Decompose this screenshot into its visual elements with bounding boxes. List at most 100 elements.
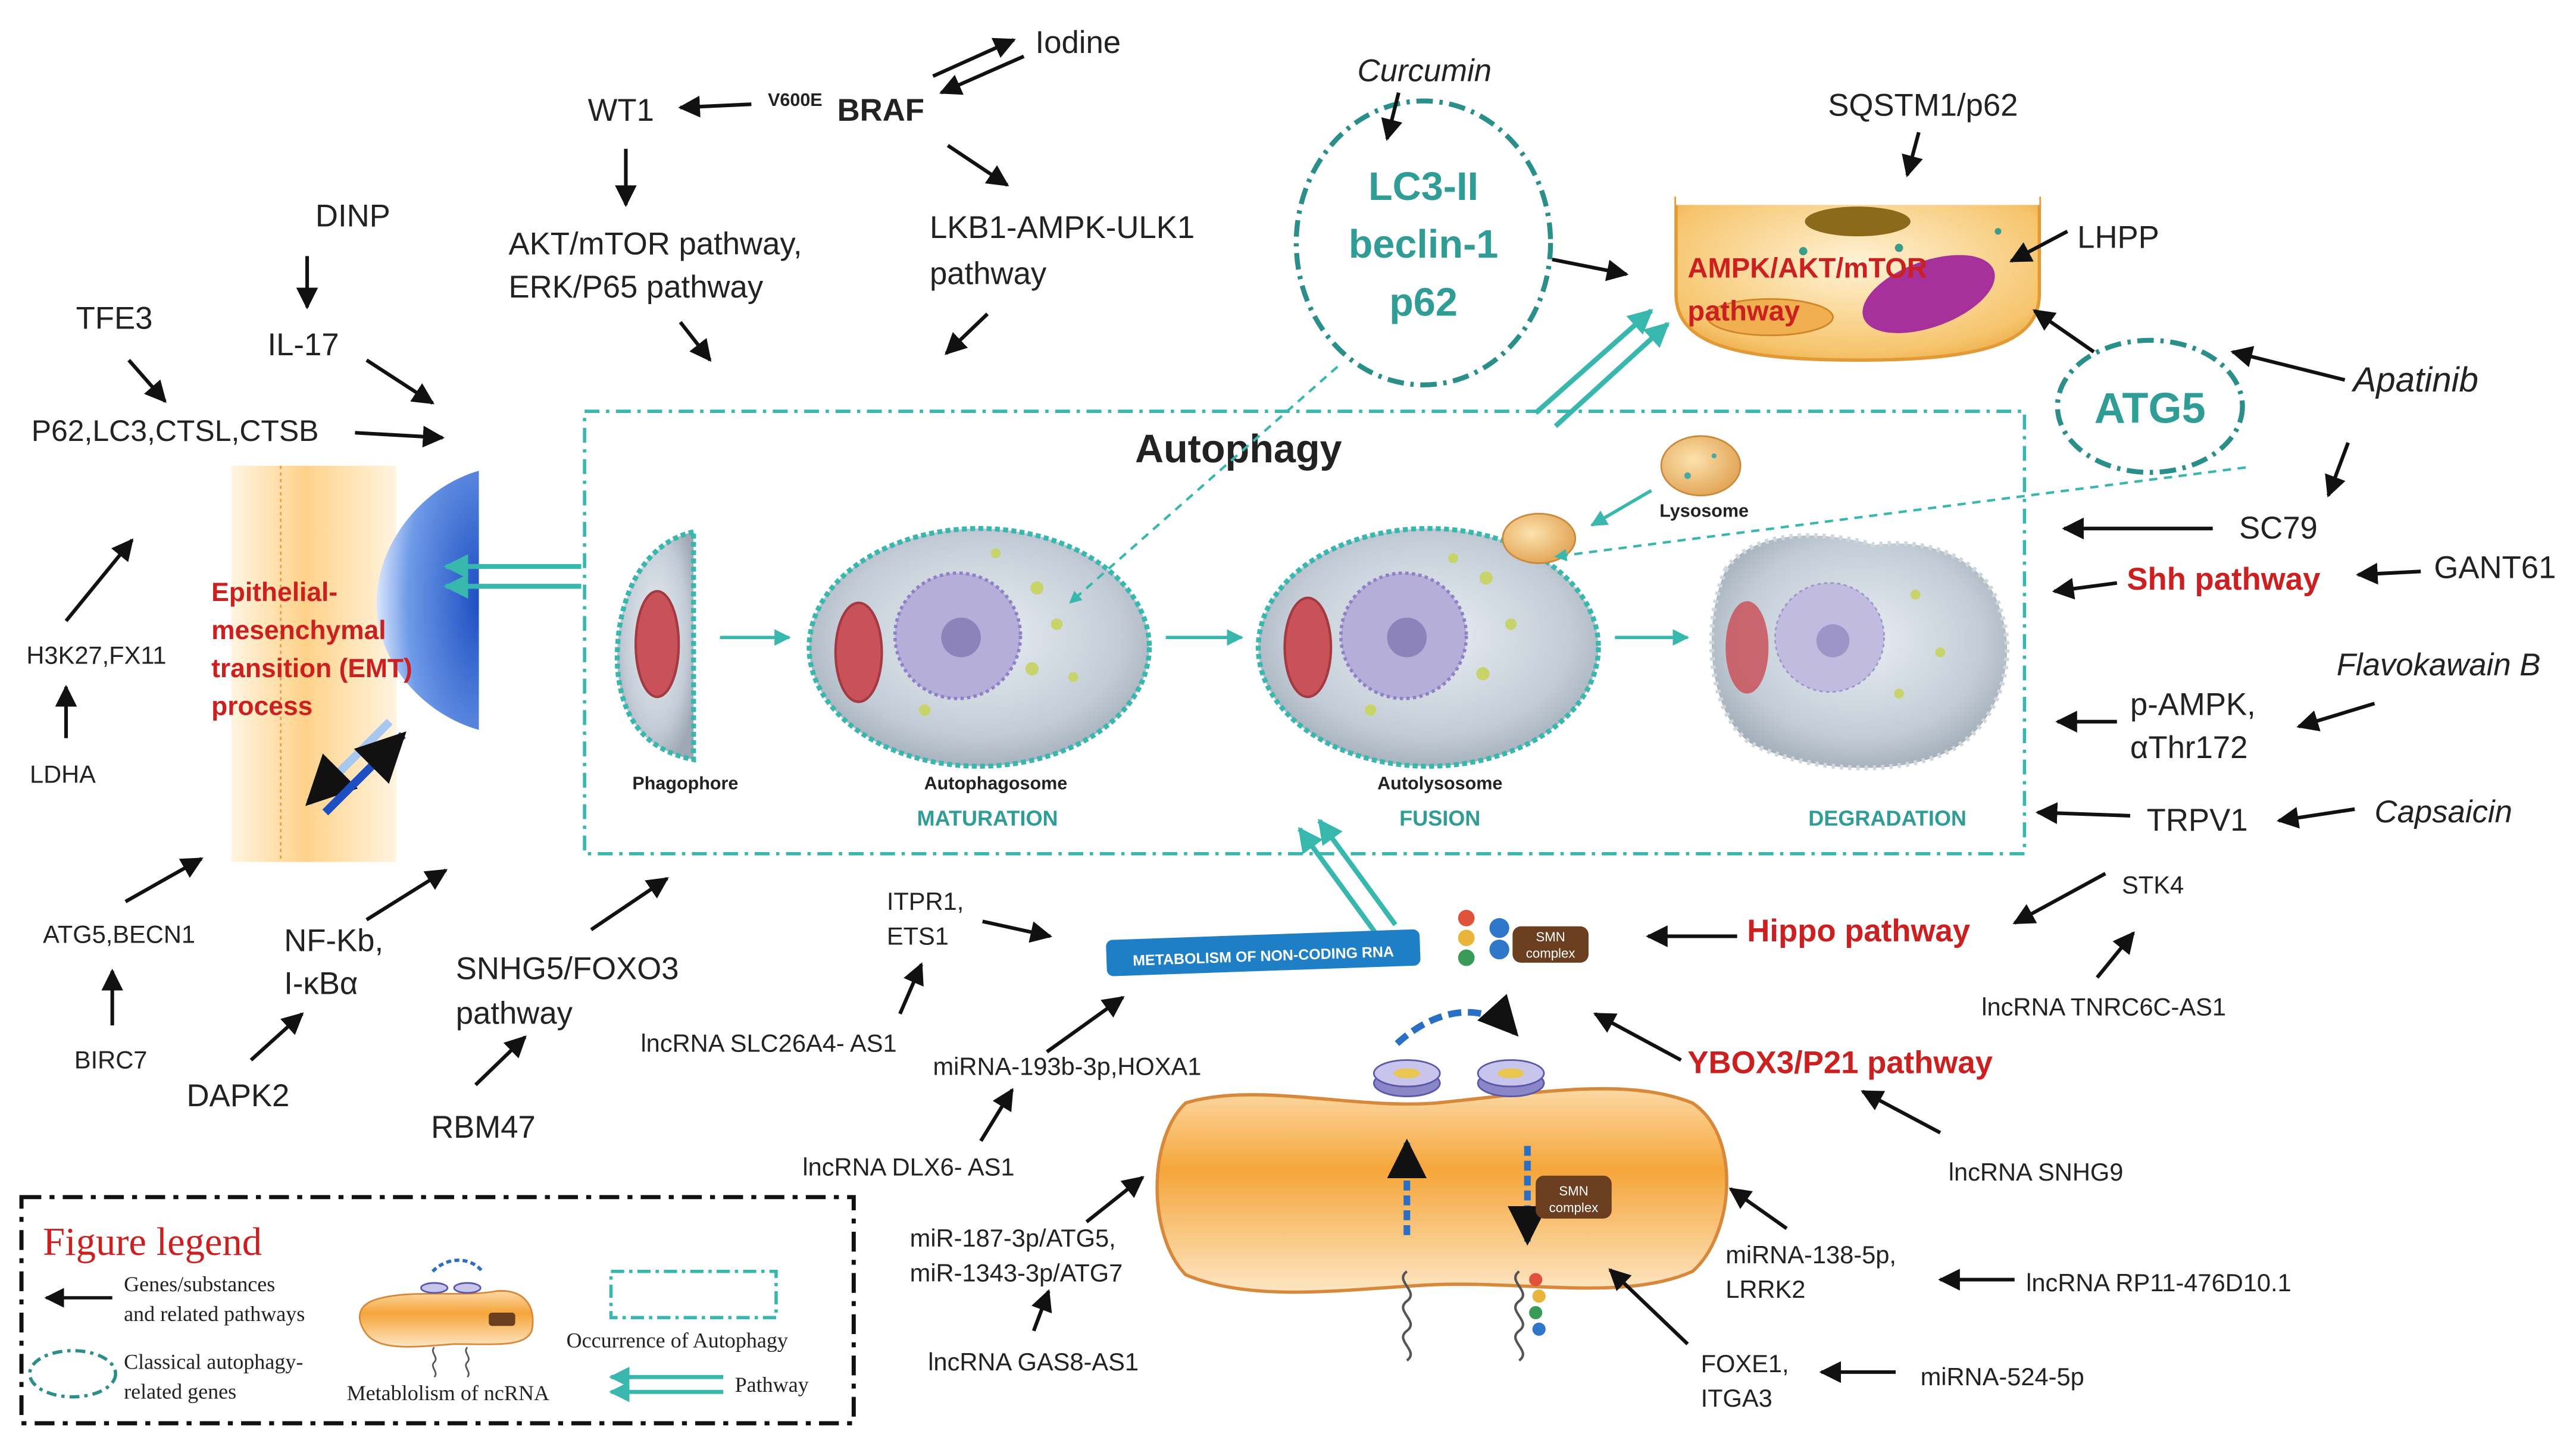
akt-mtor-label-l2: ERK/P65 pathway (509, 270, 764, 305)
atg5-label: ATG5 (2094, 385, 2206, 433)
mir187-label-l2: miR-1343-3p/ATG7 (910, 1259, 1123, 1286)
snhg5-label-l1: SNHG5/FOXO3 (456, 951, 679, 987)
pathway-arrow-to-cell (1534, 308, 1670, 428)
lysosome-label: Lysosome (1659, 501, 1749, 521)
foxe1-label-l2: ITGA3 (1701, 1384, 1772, 1412)
braf-label: BRAF (837, 93, 924, 128)
legend-classic-circle (28, 1349, 117, 1399)
legend-classic-l2: related genes (124, 1379, 236, 1403)
iodine-label: Iodine (1036, 25, 1121, 60)
mir187-label-l1: miR-187-3p/ATG5, (910, 1224, 1116, 1252)
dapk2-label: DAPK2 (187, 1078, 290, 1113)
legend-ncrna-thumbnail (358, 1259, 534, 1378)
itpr1-label-l2: ETS1 (887, 922, 949, 950)
p-ampk-label-l2: αThr172 (2130, 730, 2247, 765)
smn-inner-l1: SMN (1559, 1184, 1588, 1198)
ncrna-banner (1106, 929, 1421, 976)
mir524-label: miRNA-524-5p (1921, 1363, 2084, 1391)
legend-title: Figure legend (43, 1220, 262, 1264)
apatinib-label: Apatinib (2351, 361, 2478, 399)
smn-inner-l2: complex (1549, 1200, 1599, 1215)
legend-pathway-label: Pathway (735, 1373, 809, 1397)
ldha-label: LDHA (30, 760, 96, 788)
ampk-akt-mtor-label: AMPK/AKT/mTOR (1687, 252, 1927, 283)
nfkb-label-l2: I-κBα (284, 966, 358, 1001)
atg5-becn1-label: ATG5,BECN1 (43, 921, 195, 948)
atg5-circle (2055, 337, 2245, 475)
p-ampk-label-l1: p-AMPK, (2130, 687, 2256, 722)
autolysosome-label: Autolysosome (1377, 774, 1502, 794)
degradation-cell (1709, 533, 2010, 771)
legend-occurrence-label: Occurrence of Autophagy (567, 1328, 788, 1352)
emt-blue-cell (376, 471, 479, 730)
braf-sup-label: V600E (768, 90, 823, 110)
smn-complex-top (1458, 910, 1589, 966)
legend-occurrence-box (609, 1269, 778, 1320)
slc26a4-label: lncRNA SLC26A4- AS1 (640, 1029, 896, 1057)
shh-pathway-label: Shh pathway (2127, 562, 2321, 597)
emt-label-line2: mesenchymal (211, 616, 386, 645)
pathway-arrow-to-emt (443, 554, 582, 599)
nfkb-label-l1: NF-Kb, (284, 923, 383, 958)
tnrc6c-label: lncRNA TNRC6C-AS1 (1981, 993, 2226, 1021)
rp11-label: lncRNA RP11-476D10.1 (2026, 1269, 2291, 1297)
lkb1-label-l1: LKB1-AMPK-ULK1 (930, 210, 1195, 245)
smn-top-l2: complex (1526, 946, 1575, 961)
beclin-1-label: beclin-1 (1349, 223, 1499, 267)
autophagosome-label: Autophagosome (924, 774, 1068, 794)
smn-top-l1: SMN (1536, 929, 1565, 944)
rbm47-label: RBM47 (431, 1110, 536, 1145)
ncrna-cycle-arrow (1395, 994, 1519, 1046)
capsaicin-label: Capsaicin (2375, 794, 2512, 829)
p62-label: p62 (1389, 280, 1458, 324)
h3k27-label: H3K27,FX11 (26, 641, 166, 669)
sqstm1-label: SQSTM1/p62 (1828, 88, 2018, 123)
mir193-label: miRNA-193b-3p,HOXA1 (933, 1052, 1202, 1080)
autophagy-title: Autophagy (1135, 427, 1342, 471)
gant61-label: GANT61 (2434, 550, 2556, 585)
hippo-pathway-label: Hippo pathway (1747, 913, 1970, 948)
lkb1-label-l2: pathway (930, 256, 1047, 292)
stk4-label: STK4 (2122, 871, 2184, 899)
snhg5-label-l2: pathway (456, 996, 573, 1031)
ampk-akt-mtor-pathway-label: pathway (1687, 295, 1800, 327)
degradation-label: DEGRADATION (1808, 806, 1967, 831)
curcumin-label: Curcumin (1358, 53, 1492, 88)
relation-arrows (55, 37, 2421, 1383)
foxe1-label-l1: FOXE1, (1701, 1350, 1789, 1378)
ybox3-pathway-label: YBOX3/P21 pathway (1687, 1045, 1993, 1081)
legend-metab-label: Metablolism of ncRNA (347, 1381, 549, 1405)
dlx6-label: lncRNA DLX6- AS1 (802, 1153, 1014, 1181)
legend-genes-l1: Genes/substances (124, 1272, 275, 1296)
autolysosome-cell (1255, 526, 1601, 769)
itpr1-label-l1: ITPR1, (887, 887, 964, 915)
lysosome (1502, 435, 1742, 564)
trpv1-label: TRPV1 (2147, 803, 2248, 838)
emt-label-line4: process (211, 692, 312, 721)
autophagosome-cell (806, 526, 1152, 769)
p62-group-label: P62,LC3,CTSL,CTSB (32, 414, 319, 447)
gas8-label: lncRNA GAS8-AS1 (928, 1348, 1139, 1376)
phagophore-cell (614, 528, 696, 763)
mir138-label-l2: LRRK2 (1725, 1275, 1805, 1303)
il17-label: IL-17 (267, 327, 339, 362)
mir138-label-l1: miRNA-138-5p, (1725, 1241, 1896, 1269)
lc3-ii-label: LC3-II (1368, 165, 1478, 209)
birc7-label: BIRC7 (74, 1045, 148, 1073)
legend-genes-l2: and related pathways (124, 1302, 305, 1326)
maturation-label: MATURATION (917, 806, 1058, 831)
ncrna-nucleus (1155, 1059, 1728, 1362)
phagophore-label: Phagophore (632, 774, 738, 794)
emt-label-line1: Epithelial- (211, 578, 337, 607)
akt-mtor-label-l1: AKT/mTOR pathway, (509, 227, 802, 262)
emt-label-line3: transition (EMT) (211, 654, 412, 683)
legend-classic-l1: Classical autophagy- (124, 1350, 303, 1373)
snhg9-label: lncRNA SNHG9 (1949, 1158, 2124, 1186)
emt-reversible-arrows (305, 718, 407, 816)
dinp-label: DINP (315, 198, 390, 233)
tfe3-label: TFE3 (76, 300, 153, 336)
wt1-label: WT1 (588, 93, 654, 128)
sc79-label: SC79 (2239, 511, 2318, 546)
flavokawain-label: Flavokawain B (2337, 647, 2541, 683)
